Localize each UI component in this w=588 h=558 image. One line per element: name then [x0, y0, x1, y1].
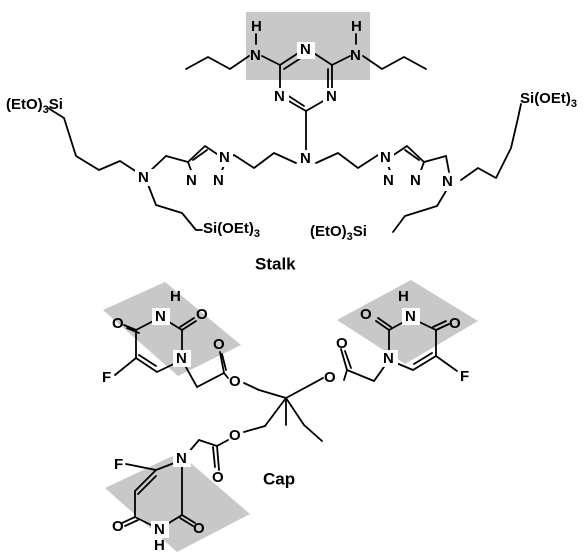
stalk-nh-left-h: H	[251, 18, 262, 35]
stalk-right-triazole-n1: N	[380, 149, 391, 166]
cap-left-uracil-n3: N	[155, 308, 166, 325]
cap-left-uracil-o4: O	[112, 315, 124, 332]
cap-right-uracil-n1: N	[383, 350, 394, 367]
stalk-silyl-top-left: (EtO)3Si	[6, 96, 63, 116]
cap-uracil-bonds	[114, 316, 458, 530]
stalk-triazine-n-left: N	[274, 88, 285, 105]
stalk-triazine-n-right: N	[326, 88, 337, 105]
cap-right-ester-o: O	[324, 369, 336, 386]
cap-left-uracil-o2: O	[196, 306, 208, 323]
cap-bonds	[181, 348, 390, 471]
cap-left-uracil-h: H	[170, 288, 181, 305]
stalk-atom-labels: H N H N N N N N N N N N N N N N (EtO)3Si…	[6, 18, 577, 243]
stalk-left-triazole-n3: N	[213, 172, 224, 189]
cap-right-uracil-h: H	[398, 288, 409, 305]
stalk-nh-right-n: N	[350, 47, 361, 64]
stalk-nh-left-n: N	[250, 47, 261, 64]
stalk-triazine-n-top: N	[300, 41, 311, 58]
cap-bottom-uracil-n3: N	[154, 521, 165, 538]
stalk-label: Stalk	[255, 254, 296, 273]
cap-label: Cap	[263, 469, 295, 488]
stalk-left-amine-n: N	[138, 169, 149, 186]
cap-bottom-uracil-o2: O	[193, 520, 205, 537]
stalk-left-triazole-n1: N	[219, 149, 230, 166]
cap-bottom-carbonyl-o: O	[212, 469, 224, 486]
cap-atom-labels: H N O O N F H N O O N F O O O O O O N F …	[102, 288, 469, 554]
cap-bottom-ester-o: O	[229, 427, 241, 444]
cap-left-uracil-n1: N	[176, 350, 187, 367]
stalk-left-triazole-n2: N	[186, 172, 197, 189]
cap-right-carbonyl-o: O	[336, 335, 348, 352]
cap-right-uracil-o4: O	[449, 315, 461, 332]
cap-left-carbonyl-o: O	[213, 336, 225, 353]
stalk-silyl-bottom-right: (EtO)3Si	[310, 223, 367, 243]
stalk-right-amine-n: N	[442, 173, 453, 190]
stalk-silyl-top-right: Si(OEt)3	[520, 90, 577, 110]
cap-right-uracil-o2: O	[360, 306, 372, 323]
cap-bottom-uracil-o4: O	[112, 518, 124, 535]
cap-bottom-uracil-f: F	[114, 456, 123, 473]
cap-left-ester-o: O	[229, 373, 241, 390]
stalk-central-amine-n: N	[300, 150, 311, 167]
cap-right-uracil-f: F	[460, 368, 469, 385]
stalk-nh-right-h: H	[351, 18, 362, 35]
cap-left-uracil-f: F	[102, 369, 111, 386]
cap-uracil-highlight-bottom	[105, 453, 250, 552]
cap-bottom-uracil-h: H	[154, 537, 165, 554]
stalk-silyl-bottom-left: Si(OEt)3	[203, 220, 260, 240]
stalk-right-triazole-n2: N	[383, 172, 394, 189]
cap-bottom-uracil-n1: N	[176, 450, 187, 467]
cap-uracil-highlight-left	[103, 282, 241, 376]
stalk-right-triazole-n3: N	[410, 172, 421, 189]
cap-right-uracil-n3: N	[405, 308, 416, 325]
